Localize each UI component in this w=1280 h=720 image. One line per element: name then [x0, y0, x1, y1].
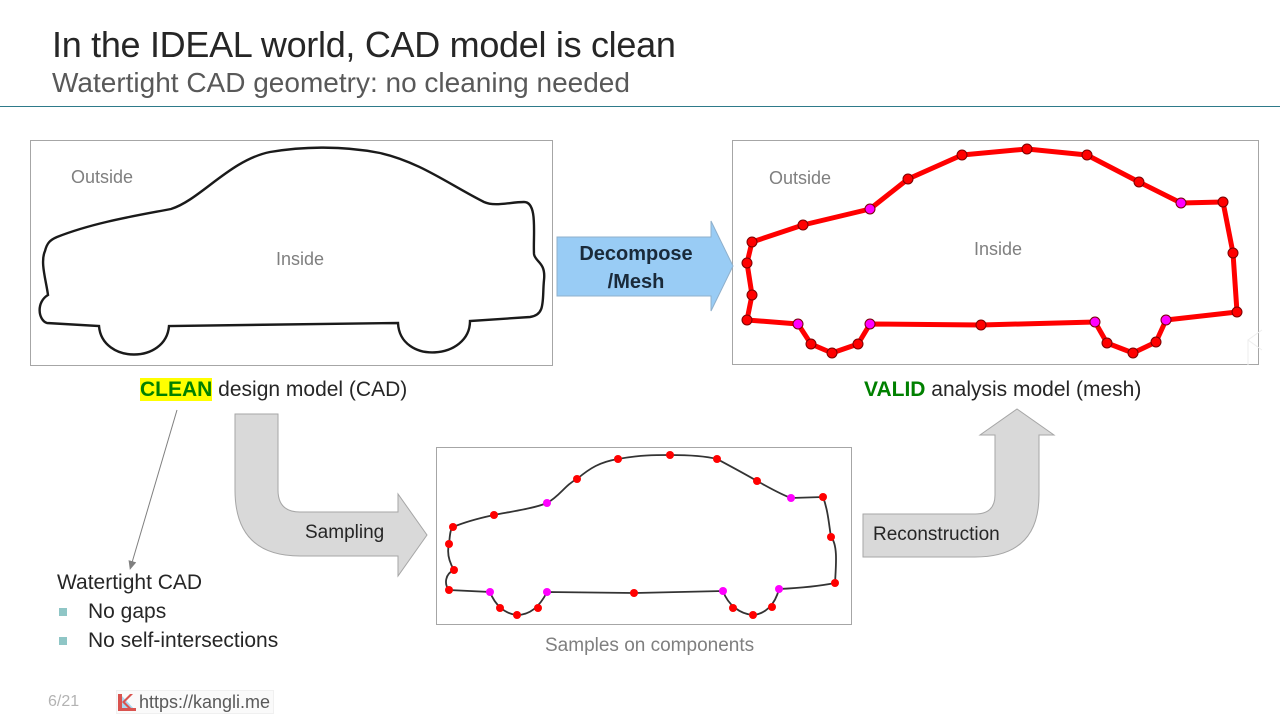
mesh-junction-vertex — [1175, 197, 1187, 209]
mesh-vertex — [1127, 347, 1139, 359]
sample-point — [819, 493, 827, 501]
mesh-vertex — [1081, 149, 1093, 161]
reconstruction-label: Reconstruction — [873, 524, 1000, 545]
mesh-vertex — [1133, 176, 1145, 188]
samples-caption: Samples on components — [545, 635, 755, 656]
mesh-vertex — [1227, 247, 1239, 259]
sample-junction-point — [486, 588, 494, 596]
slide-title: In the IDEAL world, CAD model is clean — [52, 24, 676, 65]
mesh-vertex — [902, 173, 914, 185]
reconstruction-arrow — [862, 408, 1056, 558]
sample-point — [445, 586, 453, 594]
sample-junction-point — [775, 585, 783, 593]
decompose-label: Decompose /Mesh — [558, 240, 714, 296]
sample-junction-point — [787, 494, 795, 502]
decompose-mesh-arrow — [556, 220, 734, 312]
mesh-junction-vertex — [864, 203, 876, 215]
footer-link[interactable]: https://kangli.me — [116, 690, 275, 714]
sample-point — [496, 604, 504, 612]
watertight-heading: Watertight CAD — [57, 571, 203, 594]
list-item-text: No self-intersections — [88, 629, 279, 652]
cad-caption-text: design model (CAD) — [212, 378, 408, 401]
sample-point — [513, 611, 521, 619]
mesh-vertex — [797, 219, 809, 231]
mesh-vertex — [741, 314, 753, 326]
cad-outside-label: Outside — [71, 167, 134, 187]
mesh-vertex — [805, 338, 817, 350]
list-item-text: No gaps — [88, 600, 167, 623]
mesh-vertex — [826, 347, 838, 359]
mesh-vertex — [975, 319, 987, 331]
decompose-label-line1: Decompose — [579, 243, 693, 265]
square-bullet-icon — [59, 636, 67, 645]
sampling-arrow — [234, 413, 428, 578]
mesh-vertex — [1231, 306, 1243, 318]
mesh-vertex — [1150, 336, 1162, 348]
mesh-model-panel: Outside Inside — [732, 140, 1259, 365]
sample-point — [450, 566, 458, 574]
mesh-junction-vertex — [792, 318, 804, 330]
cad-car-outline — [38, 146, 546, 356]
sample-point — [449, 523, 457, 531]
mesh-vertex — [746, 236, 758, 248]
watertight-list: Watertight CAD No gaps No self-intersect… — [57, 569, 278, 655]
mesh-vertex — [956, 149, 968, 161]
sample-curve-group — [445, 451, 839, 619]
mesh-junction-vertex — [1089, 316, 1101, 328]
sample-junction-point — [543, 499, 551, 507]
mesh-vertex — [1021, 143, 1033, 155]
mesh-junction-vertex — [864, 318, 876, 330]
sample-point — [573, 475, 581, 483]
slide-subtitle: Watertight CAD geometry: no cleaning nee… — [52, 67, 630, 98]
cad-caption: CLEAN design model (CAD) — [140, 378, 407, 402]
cad-inside-label: Inside — [276, 249, 325, 269]
sample-point — [753, 477, 761, 485]
mesh-vertex — [1217, 196, 1229, 208]
kl-logo-icon — [118, 694, 136, 711]
title-divider — [0, 106, 1280, 107]
mesh-vertex — [741, 257, 753, 269]
mesh-inside-label: Inside — [974, 239, 1023, 259]
mesh-vertex — [746, 289, 758, 301]
sample-junction-point — [719, 587, 727, 595]
faint-ghost-arrow — [1247, 329, 1263, 365]
sample-point — [827, 533, 835, 541]
footer-url[interactable]: https://kangli.me — [139, 691, 271, 712]
mesh-caption-text: analysis model (mesh) — [925, 378, 1142, 401]
square-bullet-icon — [59, 607, 67, 616]
sample-point — [666, 451, 674, 459]
page-number: 6/21 — [48, 693, 80, 710]
list-item: No gaps — [57, 597, 278, 626]
decompose-label-line2: /Mesh — [607, 271, 665, 293]
sample-junction-point — [543, 588, 551, 596]
mesh-vertex — [852, 338, 864, 350]
sample-point — [713, 455, 721, 463]
mesh-outside-label: Outside — [769, 168, 832, 188]
mesh-vertex — [1101, 337, 1113, 349]
cad-model-panel: Outside Inside — [30, 140, 553, 366]
mesh-polygon-group — [741, 143, 1243, 359]
sample-point — [768, 603, 776, 611]
sample-point — [630, 589, 638, 597]
sample-point — [445, 540, 453, 548]
samples-panel — [436, 447, 852, 625]
sample-point — [749, 611, 757, 619]
clean-badge: CLEAN — [140, 378, 213, 401]
sampling-label: Sampling — [305, 522, 385, 543]
callout-arrow-line — [128, 409, 178, 570]
list-item: No self-intersections — [57, 626, 278, 655]
sample-point — [729, 604, 737, 612]
sample-point — [534, 604, 542, 612]
mesh-junction-vertex — [1160, 314, 1172, 326]
sample-point — [490, 511, 498, 519]
sample-point — [614, 455, 622, 463]
valid-badge: VALID — [864, 378, 926, 401]
mesh-caption: VALID analysis model (mesh) — [864, 378, 1141, 402]
sample-point — [831, 579, 839, 587]
